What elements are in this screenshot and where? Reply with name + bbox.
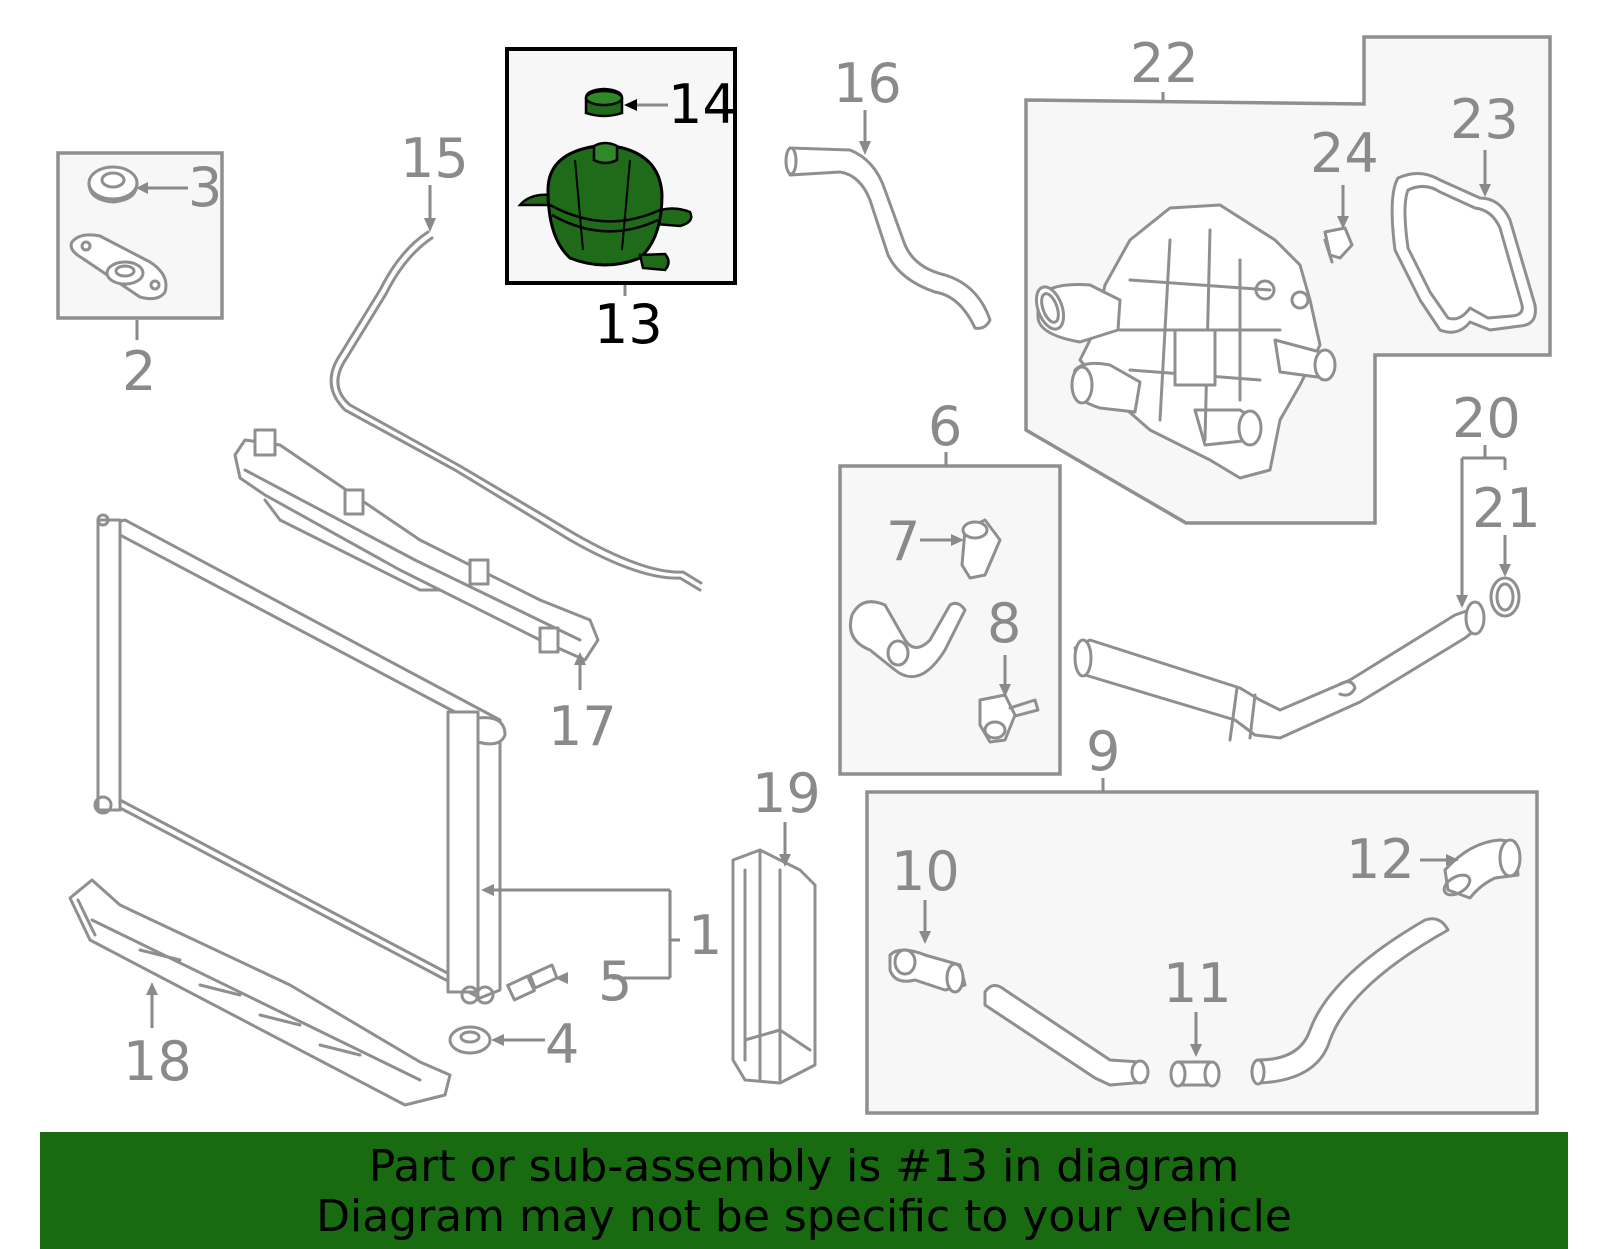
callout-3[interactable]: 3: [188, 156, 222, 219]
callout-9[interactable]: 9: [1086, 720, 1120, 783]
callout-6[interactable]: 6: [928, 395, 962, 458]
callout-12[interactable]: 12: [1346, 828, 1415, 891]
part-15-hose[interactable]: [329, 230, 703, 592]
callout-15[interactable]: 15: [400, 127, 469, 190]
part-9-hose[interactable]: [983, 984, 1150, 1087]
callout-2[interactable]: 2: [122, 340, 156, 403]
part-20-coolant-pipe[interactable]: [1073, 600, 1486, 742]
banner-line-1: Part or sub-assembly is #13 in diagram: [368, 1141, 1240, 1192]
part-24-clip[interactable]: [1323, 226, 1354, 264]
part-19-side-deflector[interactable]: [731, 848, 817, 1085]
part-12-elbow[interactable]: [1441, 838, 1522, 900]
callout-24[interactable]: 24: [1310, 122, 1379, 185]
part-21-o-ring[interactable]: [1489, 576, 1521, 618]
leader-lines: [135, 92, 1511, 1057]
callout-18[interactable]: 18: [123, 1030, 192, 1093]
callout-20[interactable]: 20: [1452, 387, 1521, 450]
part-17-upper-support[interactable]: [233, 428, 600, 662]
part-7-fitting[interactable]: [960, 518, 1002, 580]
callout-1[interactable]: 1: [688, 904, 722, 967]
callout-11[interactable]: 11: [1163, 952, 1232, 1015]
part-4-grommet[interactable]: [448, 1025, 492, 1055]
part-5-sensor[interactable]: [506, 963, 559, 1002]
callout-16[interactable]: 16: [833, 52, 902, 115]
callout-4[interactable]: 4: [545, 1013, 579, 1076]
part-10-fitting[interactable]: [888, 948, 967, 994]
part-23-gasket[interactable]: [1390, 172, 1537, 334]
group-box-9: [865, 790, 1539, 1115]
part-13-coolant-reservoir[interactable]: [517, 141, 693, 272]
part-3-grommet[interactable]: [87, 165, 139, 204]
disclaimer-banner: Part or sub-assembly is #13 in diagram D…: [40, 1132, 1568, 1249]
callout-7[interactable]: 7: [886, 510, 920, 573]
callout-22[interactable]: 22: [1130, 32, 1199, 95]
part-14-cap[interactable]: [584, 87, 624, 118]
part-18-lower-guide[interactable]: [68, 878, 452, 1107]
callout-21[interactable]: 21: [1472, 477, 1541, 540]
part-1-radiator[interactable]: [93, 513, 507, 1005]
part-11-connector[interactable]: [1169, 1060, 1221, 1088]
part-8-connector[interactable]: [978, 693, 1040, 744]
callout-17[interactable]: 17: [548, 695, 617, 758]
part-2-bracket[interactable]: [69, 233, 168, 301]
callout-13[interactable]: 13: [594, 293, 663, 356]
part-16-upper-hose[interactable]: [784, 146, 992, 330]
callout-23[interactable]: 23: [1450, 88, 1519, 151]
callout-5[interactable]: 5: [598, 950, 632, 1013]
callouts: 1 2 3 4 5 6 7 8 9 10 11 12 13 14 15 16 1…: [122, 32, 1541, 1093]
callout-19[interactable]: 19: [752, 762, 821, 825]
part-22-thermostat-housing[interactable]: [1031, 203, 1337, 480]
callout-14[interactable]: 14: [668, 73, 737, 136]
banner-line-2: Diagram may not be specific to your vehi…: [316, 1191, 1292, 1242]
part-6-hose[interactable]: [849, 600, 967, 679]
callout-8[interactable]: 8: [987, 592, 1021, 655]
part-9-curved-hose[interactable]: [1250, 917, 1450, 1086]
callout-10[interactable]: 10: [891, 840, 960, 903]
